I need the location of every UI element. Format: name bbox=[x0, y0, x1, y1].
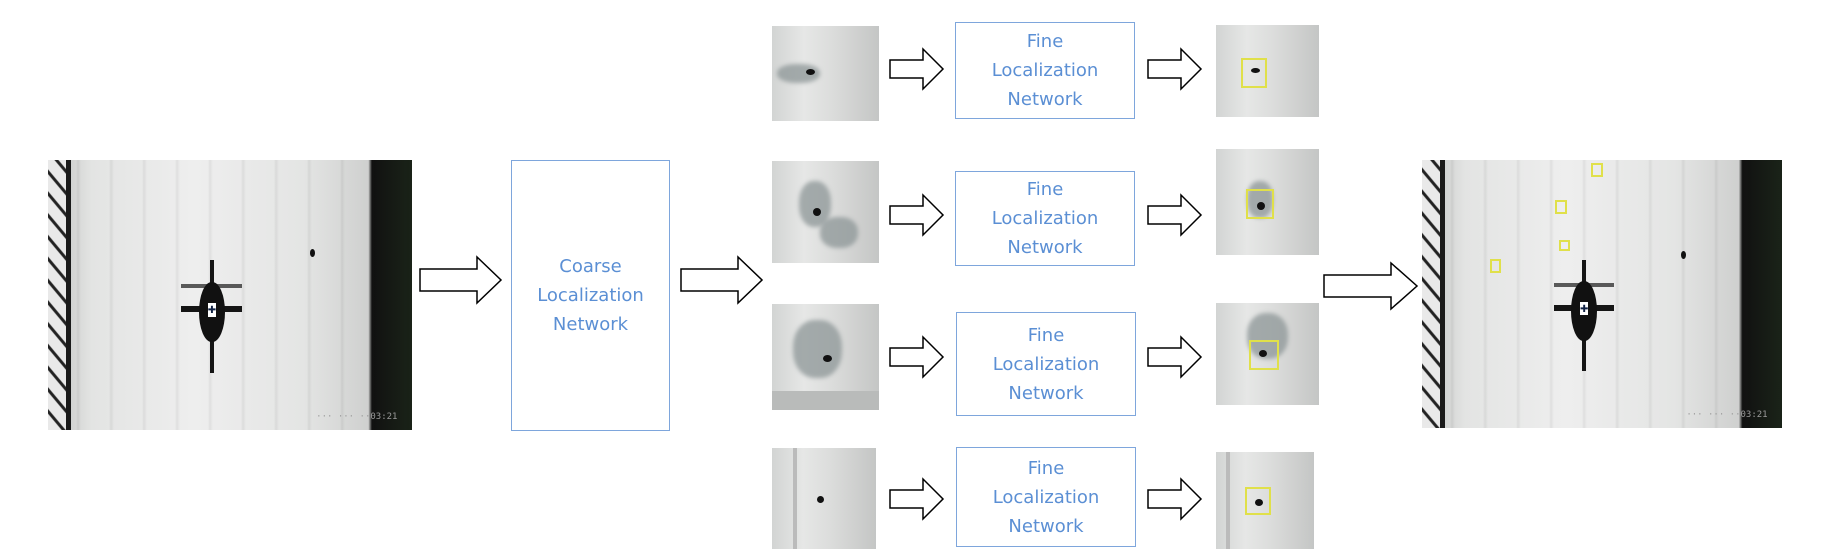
fine-localization-network-box: Fine Localization Network bbox=[956, 312, 1136, 416]
target-marker: ✚ bbox=[1553, 259, 1615, 372]
hollow-right-arrow-icon bbox=[889, 193, 945, 237]
hollow-right-arrow-icon bbox=[889, 47, 945, 91]
crop-patch-2 bbox=[772, 161, 879, 263]
crop-patch-3 bbox=[772, 304, 879, 410]
hollow-right-arrow-icon bbox=[889, 477, 945, 521]
fine-box-line: Localization bbox=[991, 60, 1099, 81]
fine-localization-network-box: Fine Localization Network bbox=[956, 447, 1136, 547]
target-marker: ✚ bbox=[181, 260, 243, 373]
detection-box bbox=[1248, 339, 1279, 370]
crop-patch-4 bbox=[772, 448, 876, 549]
fine-box-line: Network bbox=[1007, 89, 1083, 110]
hollow-right-arrow-icon bbox=[680, 255, 764, 305]
hollow-right-arrow-icon bbox=[1147, 193, 1203, 237]
detection-box bbox=[1245, 486, 1272, 515]
truss-structure bbox=[1422, 160, 1445, 428]
fine-localization-network-box: Fine Localization Network bbox=[955, 22, 1135, 119]
detection-patch-2 bbox=[1216, 149, 1319, 255]
hollow-right-arrow-icon bbox=[1323, 261, 1419, 311]
detection-box bbox=[1558, 240, 1570, 252]
fine-box-line: Network bbox=[1008, 382, 1084, 404]
coarse-box-line: Localization bbox=[537, 285, 644, 306]
fine-box-line: Network bbox=[1007, 237, 1083, 258]
detection-box bbox=[1245, 189, 1274, 220]
fine-box-line: Fine bbox=[1026, 179, 1064, 200]
detection-box bbox=[1240, 58, 1267, 89]
fine-box-line: Fine bbox=[1027, 457, 1065, 479]
fine-box-line: Localization bbox=[992, 486, 1100, 508]
detection-box bbox=[1555, 200, 1568, 215]
detection-patch-3 bbox=[1216, 303, 1319, 405]
coarse-localization-network-box: Coarse Localization Network bbox=[511, 160, 670, 431]
detection-box bbox=[1490, 259, 1502, 274]
detection-patch-4 bbox=[1216, 452, 1314, 549]
fine-box-line: Network bbox=[1008, 515, 1084, 537]
fine-localization-network-box: Fine Localization Network bbox=[955, 171, 1135, 266]
fine-box-line: Localization bbox=[991, 208, 1099, 229]
coarse-box-line: Network bbox=[552, 314, 629, 335]
hollow-right-arrow-icon bbox=[1147, 477, 1203, 521]
crop-patch-1 bbox=[772, 26, 879, 121]
input-photo: ✚ ··· ··· ··03:21 bbox=[48, 160, 412, 430]
hollow-right-arrow-icon bbox=[419, 255, 503, 305]
detection-patch-1 bbox=[1216, 25, 1319, 117]
hollow-right-arrow-icon bbox=[1147, 335, 1203, 379]
truss-structure bbox=[48, 160, 72, 430]
output-photo: ✚ ··· ··· ··03:21 bbox=[1422, 160, 1782, 428]
coarse-box-line: Coarse bbox=[559, 256, 622, 277]
fine-box-line: Fine bbox=[1027, 324, 1065, 346]
hollow-right-arrow-icon bbox=[889, 335, 945, 379]
hollow-right-arrow-icon bbox=[1147, 47, 1203, 91]
fine-box-line: Fine bbox=[1026, 31, 1064, 52]
fine-box-line: Localization bbox=[992, 353, 1100, 375]
detection-box bbox=[1591, 162, 1604, 177]
